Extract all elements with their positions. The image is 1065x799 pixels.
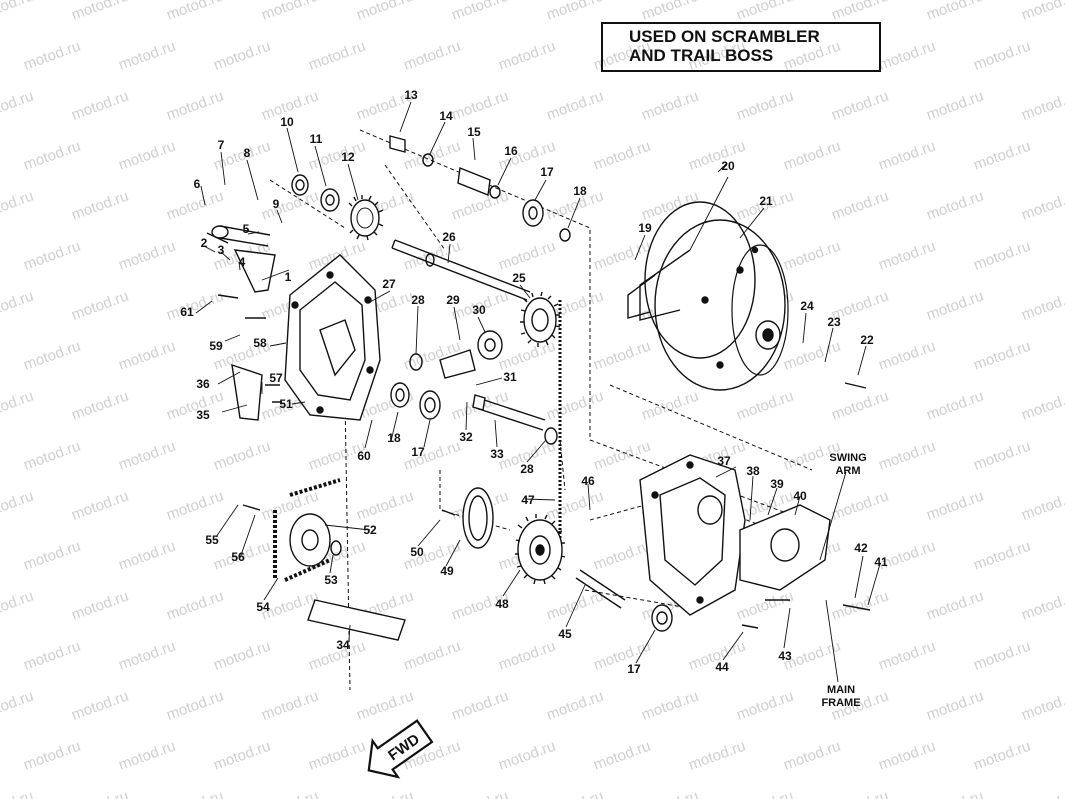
callout-34: 34 bbox=[336, 638, 350, 652]
callout-11: 11 bbox=[309, 132, 323, 146]
callout-25: 25 bbox=[512, 271, 526, 285]
callout-4: 4 bbox=[238, 255, 246, 269]
callout-43: 43 bbox=[778, 649, 792, 663]
callout-17: 17 bbox=[540, 165, 554, 179]
callout-24: 24 bbox=[800, 299, 814, 313]
gear-case bbox=[284, 254, 381, 421]
callout-52: 52 bbox=[363, 523, 377, 537]
gear-12 bbox=[348, 195, 384, 241]
callout-37: 37 bbox=[717, 454, 731, 468]
callout-35: 35 bbox=[196, 408, 210, 422]
main-frame-label-line2: FRAME bbox=[821, 697, 861, 709]
callout-38: 38 bbox=[746, 464, 760, 478]
callout-30: 30 bbox=[472, 303, 486, 317]
callout-13: 13 bbox=[404, 88, 418, 102]
callout-18: 18 bbox=[573, 184, 587, 198]
callout-12: 12 bbox=[341, 150, 355, 164]
callout-17: 17 bbox=[627, 662, 641, 676]
swing-arm-label-line1: SWING bbox=[829, 452, 867, 464]
swing-arm-label-line2: ARM bbox=[835, 465, 861, 477]
drive-sprocket-52 bbox=[273, 478, 341, 582]
chaincase-37 bbox=[639, 454, 746, 616]
callout-14: 14 bbox=[439, 109, 453, 123]
callout-50: 50 bbox=[410, 545, 424, 559]
callout-5: 5 bbox=[242, 222, 250, 236]
main-shaft bbox=[391, 239, 531, 301]
callout-28: 28 bbox=[411, 293, 425, 307]
callout-42: 42 bbox=[854, 541, 868, 555]
callout-46: 46 bbox=[581, 474, 595, 488]
converter-assembly bbox=[627, 201, 789, 391]
callout-20: 20 bbox=[721, 159, 735, 173]
callout-22: 22 bbox=[860, 333, 874, 347]
callout-36: 36 bbox=[196, 377, 210, 391]
title-box: USED ON SCRAMBLER AND TRAIL BOSS bbox=[601, 22, 881, 72]
main-frame-label: MAIN FRAME bbox=[821, 684, 860, 710]
sprocket-25 bbox=[520, 291, 561, 347]
callout-54: 54 bbox=[256, 600, 270, 614]
callout-16: 16 bbox=[504, 144, 518, 158]
callout-8: 8 bbox=[243, 146, 251, 160]
callout-10: 10 bbox=[280, 115, 294, 129]
callout-57: 57 bbox=[269, 371, 283, 385]
callout-29: 29 bbox=[446, 293, 460, 307]
callout-58: 58 bbox=[253, 336, 267, 350]
callout-51: 51 bbox=[279, 397, 293, 411]
callout-26: 26 bbox=[442, 230, 456, 244]
callout-41: 41 bbox=[874, 555, 888, 569]
callout-23: 23 bbox=[827, 315, 841, 329]
callout-3: 3 bbox=[217, 243, 225, 257]
callout-45: 45 bbox=[558, 627, 572, 641]
callout-47: 47 bbox=[521, 493, 535, 507]
callout-1: 1 bbox=[284, 270, 292, 284]
callout-21: 21 bbox=[759, 194, 773, 208]
callout-6: 6 bbox=[193, 177, 201, 191]
callout-48: 48 bbox=[495, 597, 509, 611]
callout-40: 40 bbox=[793, 489, 807, 503]
callout-17: 17 bbox=[411, 445, 425, 459]
main-frame-label-line1: MAIN bbox=[826, 684, 856, 696]
callout-55: 55 bbox=[205, 533, 219, 547]
sprocket-48 bbox=[515, 514, 566, 585]
sprocket-49 bbox=[462, 487, 494, 549]
callout-7: 7 bbox=[217, 138, 225, 152]
callout-60: 60 bbox=[357, 449, 371, 463]
callout-39: 39 bbox=[770, 477, 784, 491]
callout-33: 33 bbox=[490, 447, 504, 461]
callout-31: 31 bbox=[503, 370, 517, 384]
callout-19: 19 bbox=[638, 221, 652, 235]
callout-28: 28 bbox=[520, 462, 534, 476]
title-line-2: AND TRAIL BOSS bbox=[629, 46, 774, 65]
callout-61: 61 bbox=[180, 305, 194, 319]
callout-53: 53 bbox=[324, 573, 338, 587]
callout-49: 49 bbox=[440, 564, 454, 578]
title-line-1: USED ON SCRAMBLER bbox=[629, 27, 820, 46]
callout-27: 27 bbox=[382, 277, 396, 291]
callout-2: 2 bbox=[200, 236, 208, 250]
callout-18: 18 bbox=[387, 431, 401, 445]
callout-9: 9 bbox=[272, 197, 280, 211]
callout-59: 59 bbox=[209, 339, 223, 353]
callout-44: 44 bbox=[715, 660, 729, 674]
callout-15: 15 bbox=[467, 125, 481, 139]
swing-arm-label: SWING ARM bbox=[829, 452, 866, 478]
callout-32: 32 bbox=[459, 430, 473, 444]
callout-56: 56 bbox=[231, 550, 245, 564]
